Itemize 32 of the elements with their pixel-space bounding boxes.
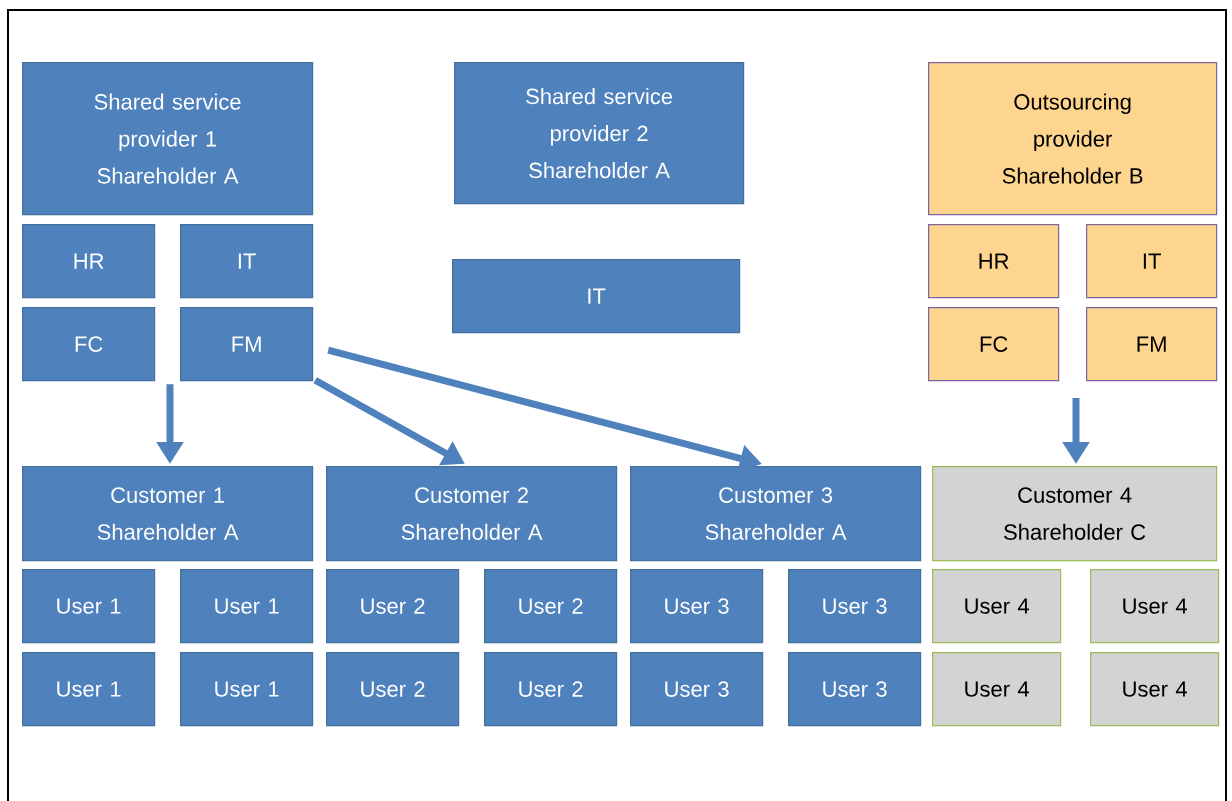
process-box: IT <box>180 224 314 299</box>
customer-box: User 4 <box>1090 652 1220 727</box>
customer-box: User 4 <box>932 569 1062 644</box>
process-box: User 2 <box>484 652 618 727</box>
process-box: User 1 <box>22 569 156 644</box>
process-box: HR <box>22 224 156 299</box>
provider-box: Outsourcing provider Shareholder B <box>928 62 1218 216</box>
process-box: User 3 <box>630 652 764 727</box>
process-box: User 2 <box>326 569 460 644</box>
process-box: Shared service provider 1 Shareholder A <box>22 62 314 216</box>
process-box: User 2 <box>326 652 460 727</box>
process-box: Customer 2 Shareholder A <box>326 466 618 562</box>
process-box: Customer 1 Shareholder A <box>22 466 314 562</box>
process-box: User 1 <box>180 569 314 644</box>
process-box: FM <box>180 307 314 382</box>
process-box: Shared service provider 2 Shareholder A <box>454 62 745 205</box>
provider-box: IT <box>1086 224 1218 299</box>
process-box: User 1 <box>22 652 156 727</box>
customer-box: User 4 <box>932 652 1062 727</box>
provider-box: HR <box>928 224 1060 299</box>
provider-box: FM <box>1086 307 1218 382</box>
process-box: User 3 <box>788 652 922 727</box>
provider-box: FC <box>928 307 1060 382</box>
process-box: User 3 <box>630 569 764 644</box>
process-box: Customer 3 Shareholder A <box>630 466 922 562</box>
customer-box: User 4 <box>1090 569 1220 644</box>
process-box: IT <box>452 259 741 334</box>
process-box: User 1 <box>180 652 314 727</box>
customer-box: Customer 4 Shareholder C <box>932 466 1218 562</box>
process-box: User 3 <box>788 569 922 644</box>
process-box: FC <box>22 307 156 382</box>
process-box: User 2 <box>484 569 618 644</box>
